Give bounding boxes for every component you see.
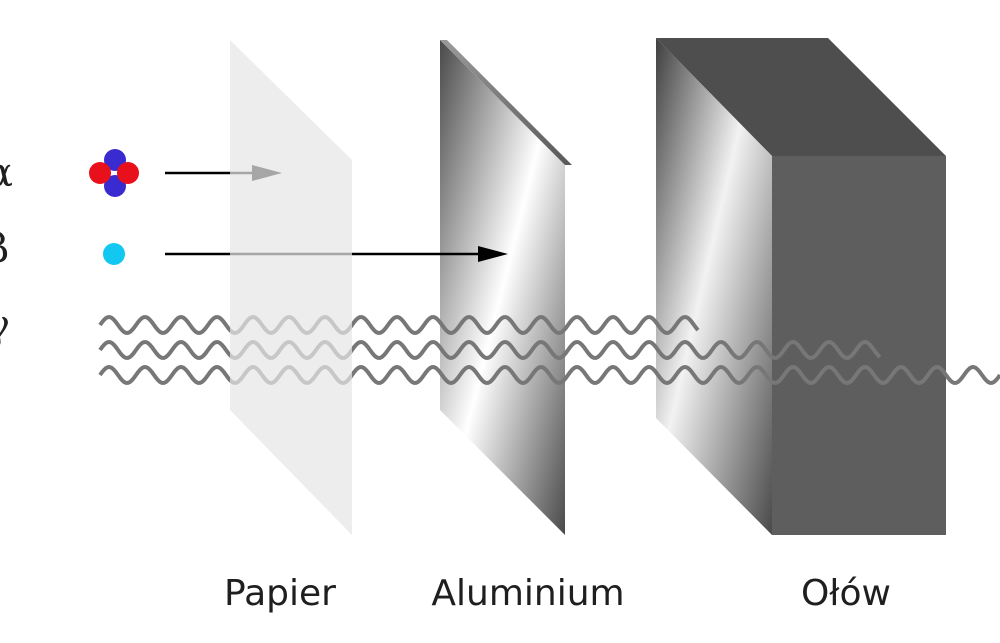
aluminium-label: Aluminium <box>431 573 624 614</box>
lead-block <box>656 38 946 535</box>
aluminium-sheet <box>440 40 572 535</box>
gamma-label: γ <box>0 302 10 348</box>
alpha-particle-icon <box>89 149 139 197</box>
gamma-wave-1 <box>98 315 700 335</box>
paper-label: Papier <box>224 573 336 614</box>
beta-particle-icon <box>103 243 125 265</box>
lead-label: Ołów <box>801 573 891 614</box>
alpha-label: α <box>0 150 13 196</box>
paper-sheet <box>230 40 352 535</box>
beta-label: β <box>0 226 9 272</box>
